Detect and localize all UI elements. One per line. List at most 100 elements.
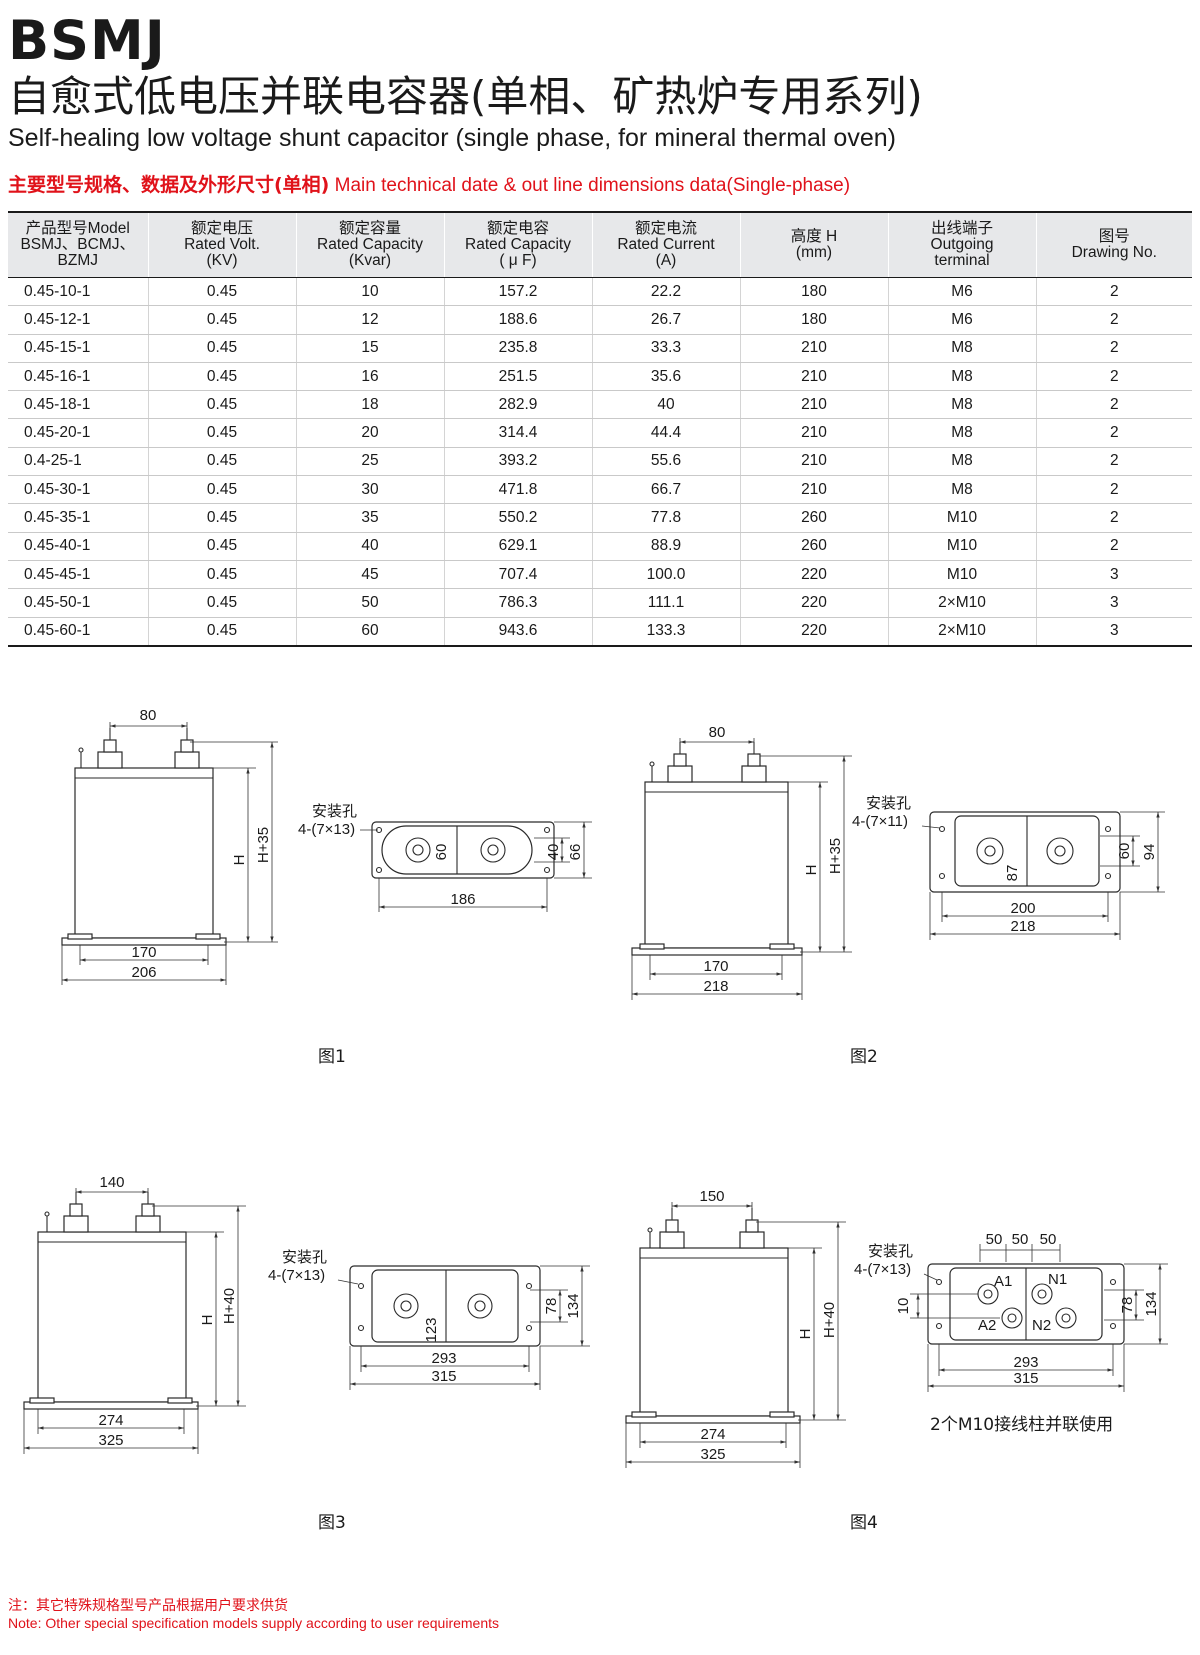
fig2-base-width: 170 bbox=[703, 958, 728, 975]
table-cell: 18 bbox=[295, 390, 444, 420]
section-subtitle-en: Main technical date & out line dimension… bbox=[329, 175, 851, 196]
table-cell: 2 bbox=[1035, 475, 1192, 505]
table-cell: 260 bbox=[739, 532, 888, 561]
table-cell: 25 bbox=[295, 447, 444, 477]
fig2-mount-spec: 4-(7×11) bbox=[852, 813, 908, 830]
fig1-base-width: 170 bbox=[131, 944, 156, 961]
table-cell: 0.45 bbox=[147, 305, 296, 335]
fig4-plan-v3: 134 bbox=[1143, 1291, 1160, 1316]
table-cell: 471.8 bbox=[443, 475, 592, 505]
table-cell: 30 bbox=[295, 475, 444, 505]
fig1-caption: 图1 bbox=[318, 1047, 346, 1067]
table-cell: 0.45 bbox=[147, 532, 296, 561]
table-cell: 180 bbox=[739, 277, 888, 307]
fig1-top-spacing: 80 bbox=[140, 707, 157, 724]
fig3-plan-width2: 315 bbox=[431, 1368, 456, 1385]
fig3-height-plus: H+40 bbox=[221, 1288, 238, 1324]
fig3-top-spacing: 140 bbox=[99, 1174, 124, 1191]
table-cell: 0.45 bbox=[147, 390, 296, 420]
section-subtitle-cn: 主要型号规格、数据及外形尺寸(单相) bbox=[8, 174, 330, 196]
fig2-top-spacing: 80 bbox=[709, 724, 726, 741]
table-cell: 157.2 bbox=[443, 277, 592, 307]
table-cell: M8 bbox=[887, 447, 1036, 477]
figure-1: 80 H H+35 170 206 安装孔 4-(7×13) 60 bbox=[61, 707, 592, 1067]
table-cell: 111.1 bbox=[591, 588, 740, 618]
fig4-caption: 图4 bbox=[850, 1513, 878, 1533]
fig1-plan-v2: 40 bbox=[545, 844, 562, 861]
column-header-line: terminal bbox=[934, 252, 990, 269]
column-header-line: Rated Capacity bbox=[317, 236, 423, 253]
column-header-line: 额定电容 bbox=[486, 220, 549, 237]
table-cell: 0.45 bbox=[147, 277, 296, 307]
outline-drawings: 80 H H+35 170 206 安装孔 4-(7×13) 60 bbox=[23, 707, 1168, 1533]
table-cell: 260 bbox=[739, 503, 888, 533]
table-cell: 0.45 bbox=[147, 588, 296, 618]
column-header-line: (A) bbox=[655, 252, 677, 269]
table-cell: 707.4 bbox=[443, 560, 592, 590]
table-cell: 60 bbox=[295, 617, 444, 647]
column-header-line: Rated Current bbox=[617, 236, 715, 253]
table-cell: 0.45-60-1 bbox=[8, 617, 148, 647]
fig2-plan-v2: 60 bbox=[1116, 843, 1133, 860]
table-cell: 16 bbox=[295, 362, 444, 392]
table-cell: 77.8 bbox=[591, 503, 740, 533]
fig1-height-plus: H+35 bbox=[255, 827, 272, 863]
table-cell: 943.6 bbox=[443, 617, 592, 647]
fig1-mount-spec: 4-(7×13) bbox=[298, 821, 355, 838]
section-subtitle: 主要型号规格、数据及外形尺寸(单相) Main technical date &… bbox=[8, 170, 850, 197]
table-cell: 314.4 bbox=[443, 418, 592, 448]
page-title-en: Self-healing low voltage shunt capacitor… bbox=[8, 124, 896, 152]
table-cell: 2 bbox=[1035, 447, 1192, 477]
table-cell: 0.45-10-1 bbox=[8, 277, 148, 307]
table-cell: 282.9 bbox=[443, 390, 592, 420]
table-cell: 2 bbox=[1035, 362, 1192, 392]
fig3-plan-width1: 293 bbox=[431, 1350, 456, 1367]
column-header-line: Rated Volt. bbox=[184, 236, 260, 253]
table-cell: 20 bbox=[295, 418, 444, 448]
table-cell: 0.45 bbox=[147, 334, 296, 363]
fig3-side-view: 140 H H+40 274 325 bbox=[23, 1174, 246, 1454]
table-cell: 210 bbox=[739, 447, 888, 477]
table-cell: 0.45-15-1 bbox=[8, 334, 148, 363]
column-header-line: ( μ F) bbox=[499, 252, 537, 269]
table-cell: 786.3 bbox=[443, 588, 592, 618]
page-title-cn: 自愈式低电压并联电容器(单相、矿热炉专用系列) bbox=[8, 72, 923, 121]
column-header-line: 产品型号Model bbox=[25, 220, 130, 237]
table-cell: 0.45-12-1 bbox=[8, 305, 148, 335]
table-cell: M10 bbox=[887, 532, 1036, 561]
table-cell: 45 bbox=[295, 560, 444, 590]
fig4-term-a1: A1 bbox=[994, 1273, 1012, 1290]
column-header-line: 额定电压 bbox=[190, 220, 253, 237]
table-cell: 22.2 bbox=[591, 277, 740, 307]
figure-4: 150 H H+40 274 325 A1 A2 N1 bbox=[625, 1188, 1168, 1533]
table-cell: 35.6 bbox=[591, 362, 740, 392]
column-header-line: BZMJ bbox=[57, 252, 98, 269]
fig2-plan-width1: 200 bbox=[1010, 900, 1035, 917]
column-header-line: 高度 H bbox=[790, 228, 838, 245]
table-cell: 40 bbox=[591, 390, 740, 420]
table-cell: M8 bbox=[887, 475, 1036, 505]
fig4-term-n2: N2 bbox=[1032, 1317, 1051, 1334]
table-cell: 393.2 bbox=[443, 447, 592, 477]
fig4-plan-v2: 78 bbox=[1119, 1297, 1136, 1314]
fig3-plan-view: 安装孔 4-(7×13) 123 78 134 293 315 bbox=[268, 1249, 590, 1390]
table-cell: 0.45-50-1 bbox=[8, 588, 148, 618]
fig1-height: H bbox=[231, 855, 248, 866]
table-cell: 220 bbox=[739, 560, 888, 590]
table-cell: 2 bbox=[1035, 532, 1192, 561]
table-cell: 0.45-45-1 bbox=[8, 560, 148, 590]
